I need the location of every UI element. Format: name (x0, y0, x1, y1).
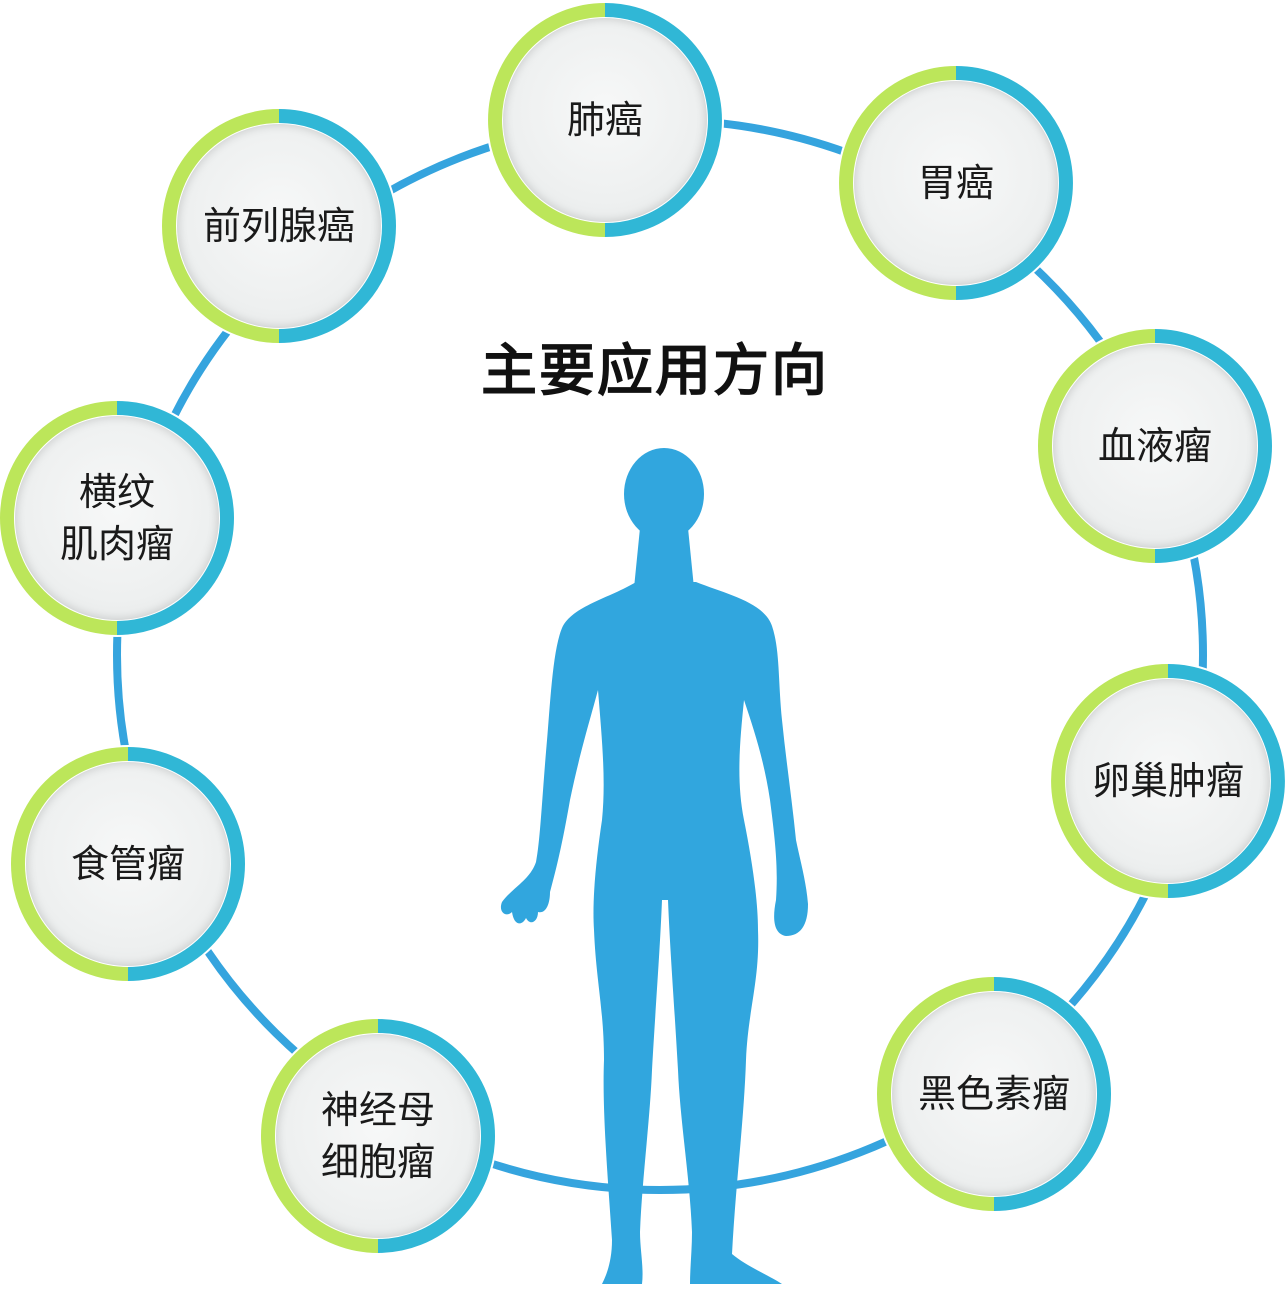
node-ovarian: 卵巢肿瘤 (1051, 664, 1285, 898)
node-stomach: 胃癌 (839, 66, 1073, 300)
node-blood: 血液瘤 (1038, 329, 1272, 563)
node-rhabdomyosarcoma: 横纹 肌肉瘤 (0, 401, 234, 635)
node-label: 肺癌 (567, 94, 643, 146)
node-melanoma: 黑色素瘤 (877, 977, 1111, 1211)
node-label: 黑色素瘤 (918, 1068, 1070, 1120)
human-body-silhouette-icon (501, 448, 808, 1284)
node-label: 横纹 肌肉瘤 (60, 466, 174, 570)
node-prostate: 前列腺癌 (162, 109, 396, 343)
node-label: 胃癌 (918, 157, 994, 209)
node-lung: 肺癌 (488, 3, 722, 237)
node-label: 食管瘤 (71, 838, 185, 890)
node-label: 卵巢肿瘤 (1092, 755, 1244, 807)
node-label: 前列腺癌 (203, 200, 355, 252)
node-label: 血液瘤 (1098, 420, 1212, 472)
node-esophageal: 食管瘤 (11, 747, 245, 981)
node-neuroblastoma: 神经母 细胞瘤 (261, 1019, 495, 1253)
node-label: 神经母 细胞瘤 (321, 1084, 435, 1188)
